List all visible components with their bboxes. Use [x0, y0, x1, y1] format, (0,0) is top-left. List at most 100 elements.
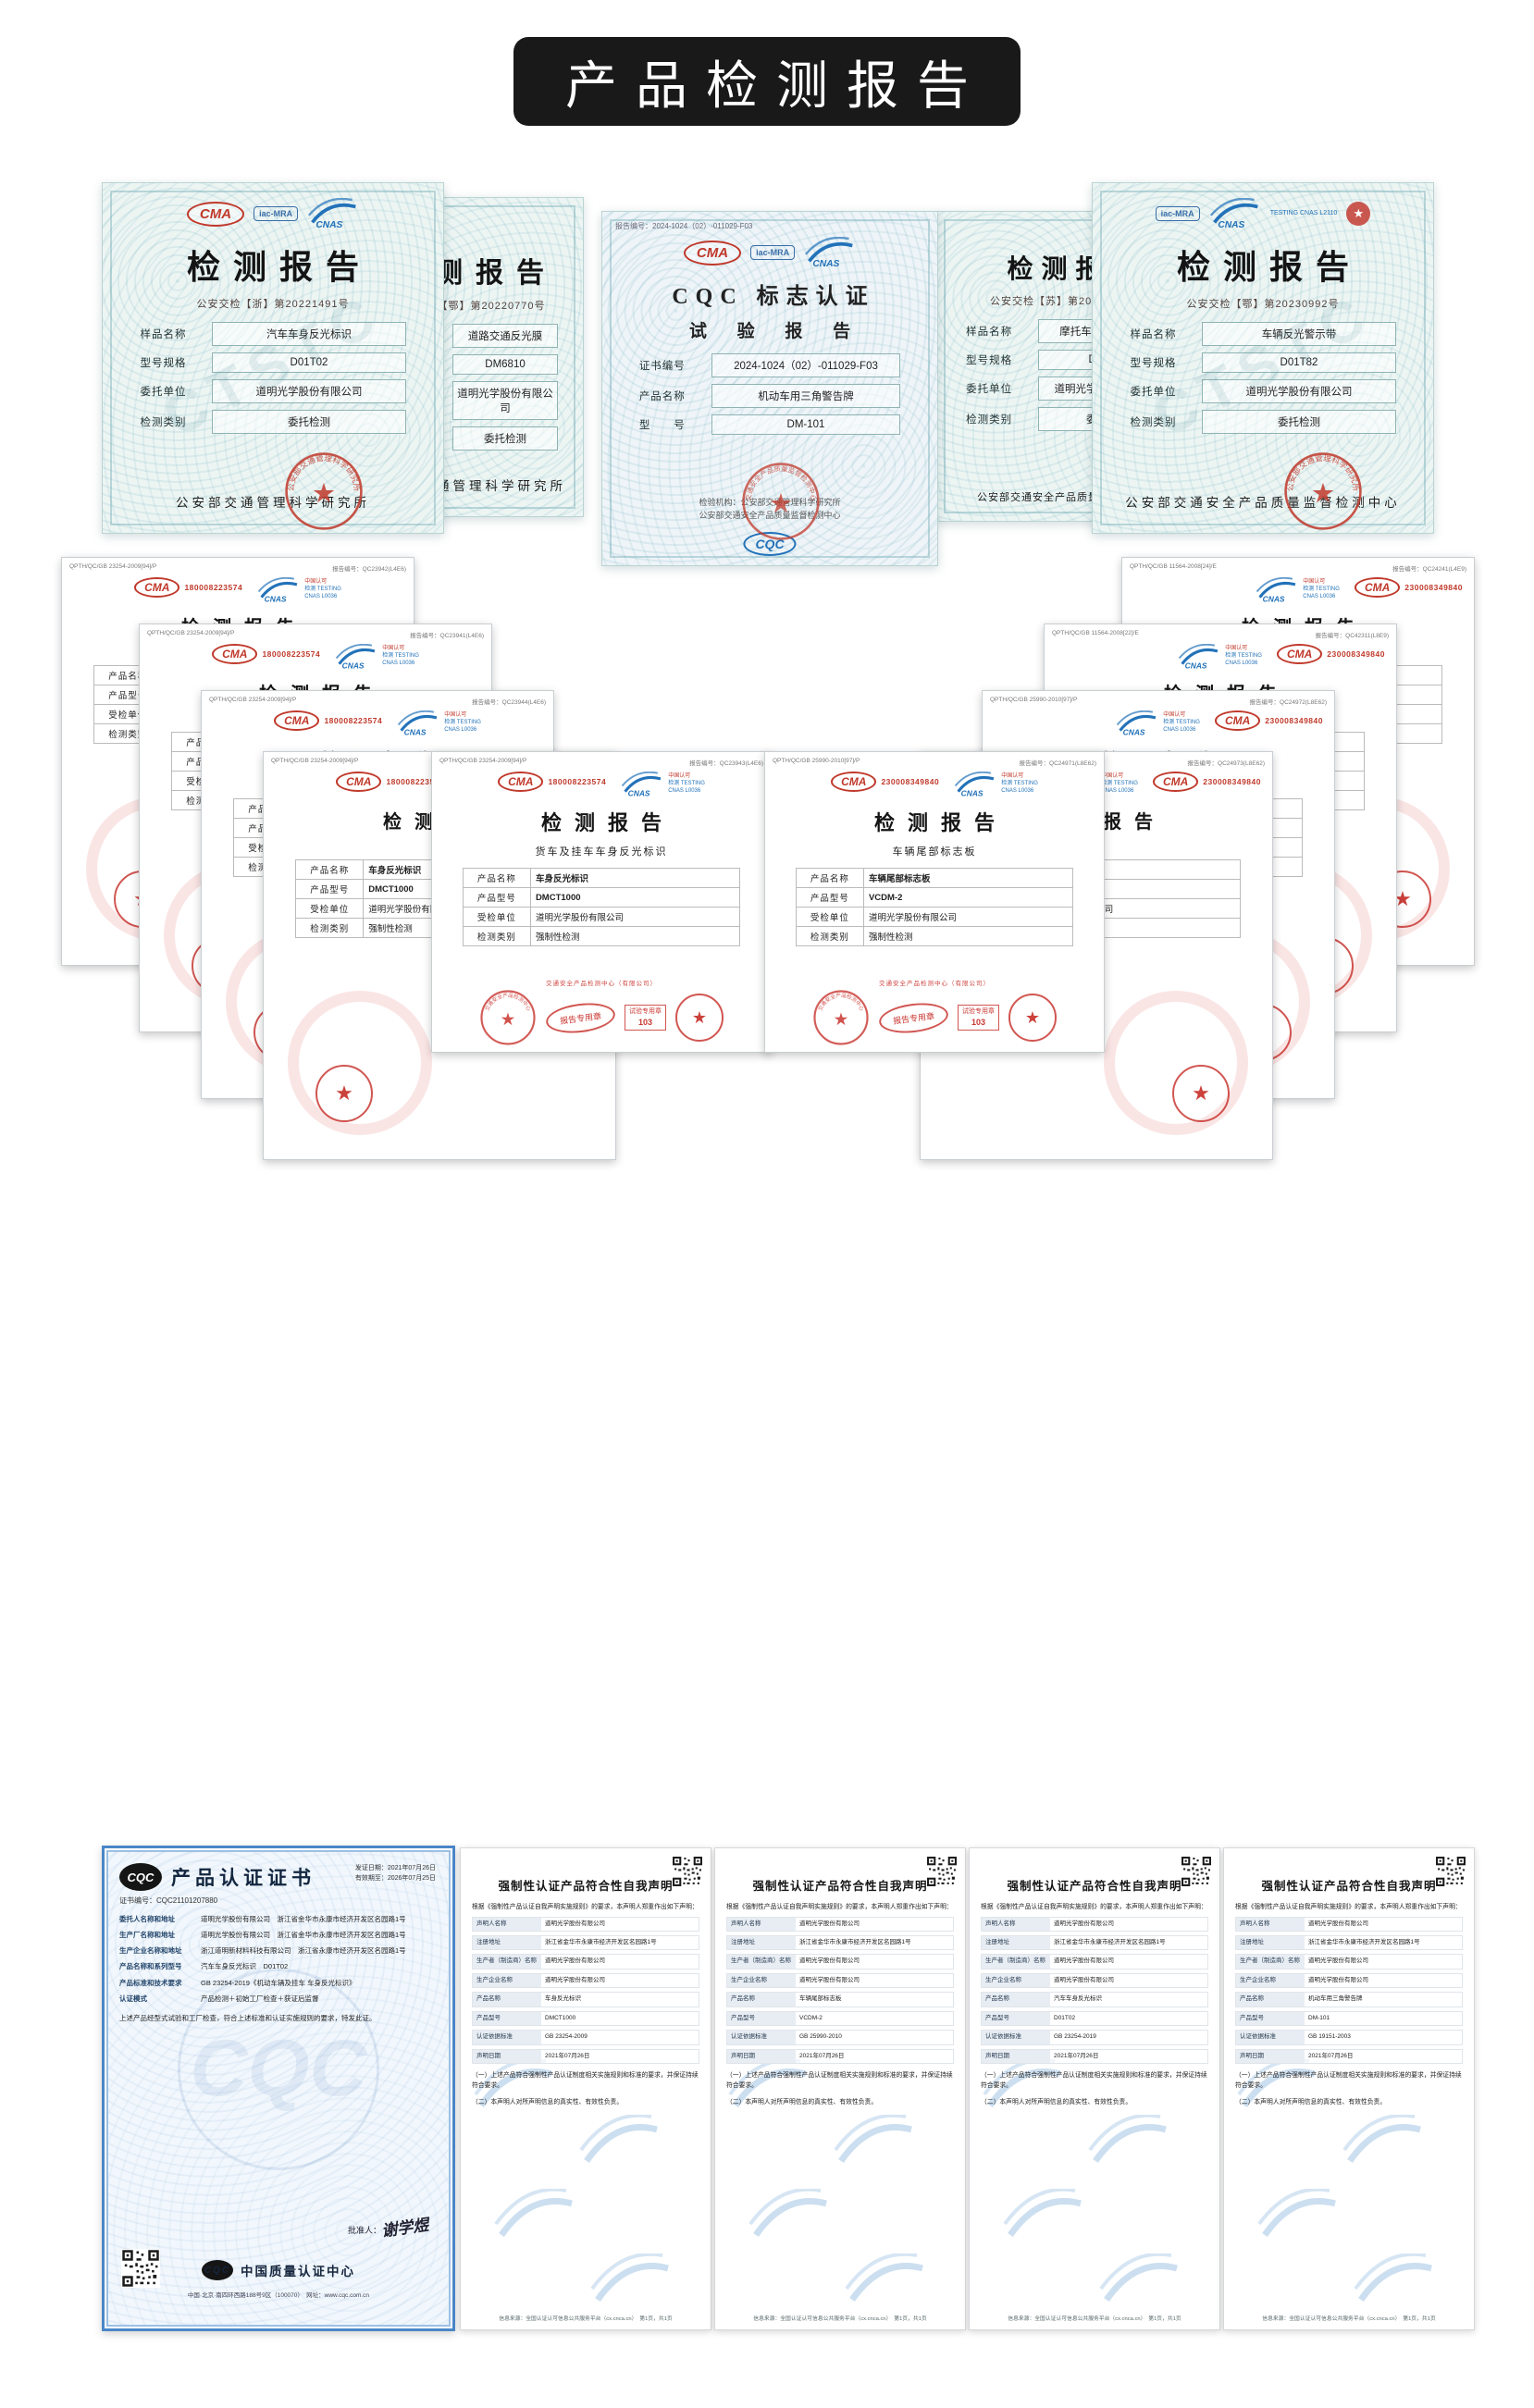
cma-number: 230008349840	[1404, 583, 1463, 592]
field-label: 生产企业名称	[727, 1973, 796, 1988]
signature-label: 批准人：	[347, 2226, 381, 2235]
valid-until-date: 有效期至：2026年07月25日	[354, 1875, 436, 1883]
table-label: 型号规格	[966, 355, 1013, 366]
testing-organization-2: 公安部交通安全产品质量监督检测中心	[699, 511, 841, 520]
field-value: 2021年07月26日	[1308, 2052, 1354, 2059]
watermark-swoosh	[1099, 2254, 1178, 2303]
cqc-logo-small: CQC	[202, 2260, 233, 2280]
table-label: 委托单位	[1130, 387, 1177, 398]
table-label: 检测类别	[462, 926, 531, 946]
table-label: 产品名称	[295, 859, 365, 880]
cnas-logo-icon: CNAS	[621, 772, 662, 797]
declaration-clause-1: （一）上述产品符合强制性产品认证制度相关实施规则和标准的要求，并保证持续符合要求…	[472, 2072, 699, 2089]
svg-text:CNAS: CNAS	[1185, 661, 1207, 670]
field-value: 浙江道明新材料科技有限公司 浙江省永康市经济开发区名园路1号	[201, 1946, 406, 1956]
svg-text:CNAS: CNAS	[628, 788, 650, 797]
field-label: 声明人名称	[473, 1917, 541, 1931]
issuing-organization: 公安部交通管理科学研究所	[176, 496, 370, 510]
report-standard-code: QPTH/QC/GB 23254-2009[94]/P	[69, 563, 157, 570]
report-title-line2: 试 验 报 告	[688, 322, 864, 341]
cma-number: 180008223574	[548, 777, 607, 786]
cma-number: 180008223574	[386, 777, 445, 786]
stamp-watermark	[1104, 991, 1248, 1135]
cnas-line-2: 检测 TESTING	[1001, 781, 1038, 787]
report-standard-code: QPTH/QC/GB 23254-2009[94]/P	[439, 758, 527, 764]
report-standard-code: QPTH/QC/GB 25990-2010[97]/P	[773, 758, 860, 764]
svg-text:CNAS: CNAS	[404, 727, 427, 736]
cnas-line-2: 检测 TESTING	[1225, 653, 1262, 660]
cma-logo: CMA	[1354, 577, 1401, 598]
star-icon: ★	[691, 1007, 708, 1027]
field-label: 声明人名称	[982, 1917, 1050, 1931]
cma-mark: CMA 230008349840	[1276, 644, 1385, 664]
test-stamp-label: 试验专用章	[962, 1007, 995, 1015]
cnas-line-2: 检测 TESTING	[1101, 781, 1138, 787]
cnas-line-3: CNAS L0036	[1101, 787, 1134, 794]
table-value: 道路交通反光膜	[452, 324, 558, 348]
star-icon: ★	[312, 479, 336, 509]
report-title: 检测报告	[540, 811, 674, 834]
page-title: 产品检测报告	[565, 56, 987, 115]
certificate-title: 产品认证证书	[171, 1868, 315, 1889]
cnas-logo-icon: CNAS	[335, 644, 376, 670]
cnas-line-3: CNAS L0036	[1303, 593, 1336, 599]
field-value: GB 19151-2003	[1308, 2033, 1351, 2041]
certificate-dates: 发证日期：2021年07月26日 有效期至：2026年07月25日	[355, 1863, 436, 1883]
watermark-swoosh	[1354, 2254, 1432, 2303]
cnas-line-2: 检测 TESTING	[668, 781, 705, 787]
certification-body: CQC 中国质量认证中心	[105, 2260, 452, 2280]
field-value: DM-101	[1308, 2014, 1330, 2021]
test-stamp-number: 103	[971, 1017, 986, 1027]
cnas-line-3: CNAS L0036	[1001, 787, 1034, 794]
watermark-swoosh	[1257, 2189, 1336, 2238]
cma-number: 230008349840	[1265, 716, 1323, 725]
cnas-line-3: CNAS L0036	[668, 787, 701, 794]
field-value: 浙江省金华市永康市经济开发区名园路1号	[799, 1938, 911, 1945]
field-label: 产品型号	[473, 2011, 541, 2026]
watermark-swoosh	[494, 2189, 573, 2238]
report-standard-code: QPTH/QC/GB 23254-2009[94]/P	[209, 697, 297, 703]
report-number: 报告编号：QC24971(L8E62)	[1019, 760, 1096, 767]
cnas-line-3: CNAS L0036	[1163, 726, 1196, 733]
field-label: 生产者（制造商）名称	[1236, 1955, 1305, 1969]
report-header: QPTH/QC/GB 23254-2009[94]/P 报告编号：QC23942…	[62, 558, 414, 573]
star-icon: ★	[1192, 1081, 1210, 1105]
report-standard-code: QPTH/QC/GB 23254-2009[94]/P	[271, 758, 359, 764]
field-label: 委托人名称和地址	[119, 1915, 175, 1923]
cnas-line-2: 检测 TESTING	[304, 587, 341, 593]
field-label: 生产者（制造商）名称	[982, 1955, 1050, 1969]
cnas-line-1: 中国认可	[1225, 646, 1248, 652]
table-value: 车辆反光警示带	[1202, 322, 1396, 346]
page-source-footer: 信息来源：全国认证认可信息公共服务平台（cx.cnca.cn） 第1页，共1页	[499, 2316, 673, 2322]
report-title: 检测报告	[1176, 249, 1362, 286]
page-source-footer: 信息来源：全国认证认可信息公共服务平台（cx.cnca.cn） 第1页，共1页	[1262, 2316, 1436, 2322]
table-label: 检测类别	[795, 926, 864, 946]
cnas-line-2: 检测 TESTING	[382, 653, 419, 660]
field-label: 产品名称	[1236, 1993, 1305, 2007]
field-label: 生产企业名称	[982, 1973, 1050, 1988]
field-value: GB 23254-2019	[1054, 2033, 1096, 2041]
cma-logo: CMA	[831, 772, 877, 792]
test-stamp-number: 103	[637, 1017, 653, 1027]
report-standard-code: QPTH/QC/GB 23254-2009[94]/P	[147, 630, 235, 636]
svg-text:CNAS: CNAS	[812, 259, 839, 268]
report-number: 报告编号：QC23941(L4E6)	[410, 633, 484, 639]
field-label: 产品名称	[727, 1993, 796, 2007]
cma-logo: CMA	[1152, 772, 1199, 792]
star-icon: ★	[834, 1009, 849, 1029]
table-label: 检测类别	[966, 414, 1013, 426]
field-label: 声明人名称	[727, 1917, 796, 1931]
certificates-section-middle: QPTH/QC/GB 23254-2009[94]/P 报告编号：QC23942…	[0, 555, 1534, 1193]
table-label: 产品型号	[462, 887, 531, 908]
